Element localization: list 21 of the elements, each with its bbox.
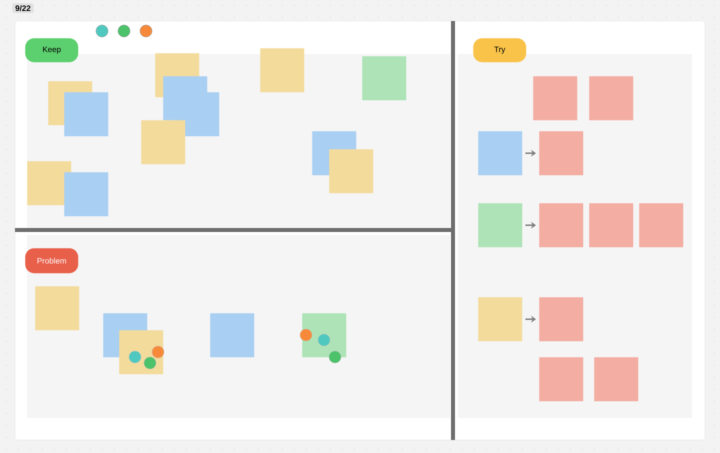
sticky-note	[362, 56, 406, 100]
sticky-note	[589, 203, 634, 248]
sticky-note	[35, 286, 80, 330]
sticky-note	[594, 357, 638, 402]
sticky-note	[589, 76, 634, 120]
sticky-note	[141, 120, 186, 164]
sticky-note	[639, 203, 684, 248]
sticky-note	[478, 203, 522, 248]
sticky-note	[175, 92, 220, 136]
sticky-note	[210, 313, 254, 358]
sticky-note	[533, 76, 578, 120]
sticky-note	[539, 203, 584, 248]
sticky-note	[478, 131, 522, 176]
sticky-note	[539, 357, 584, 402]
sticky-note	[64, 172, 108, 216]
sticky-note	[329, 149, 374, 194]
sticky-note	[478, 297, 522, 342]
sticky-note	[260, 48, 304, 92]
sticky-note	[64, 92, 108, 136]
sticky-note	[539, 131, 584, 176]
sticky-note	[539, 297, 584, 342]
